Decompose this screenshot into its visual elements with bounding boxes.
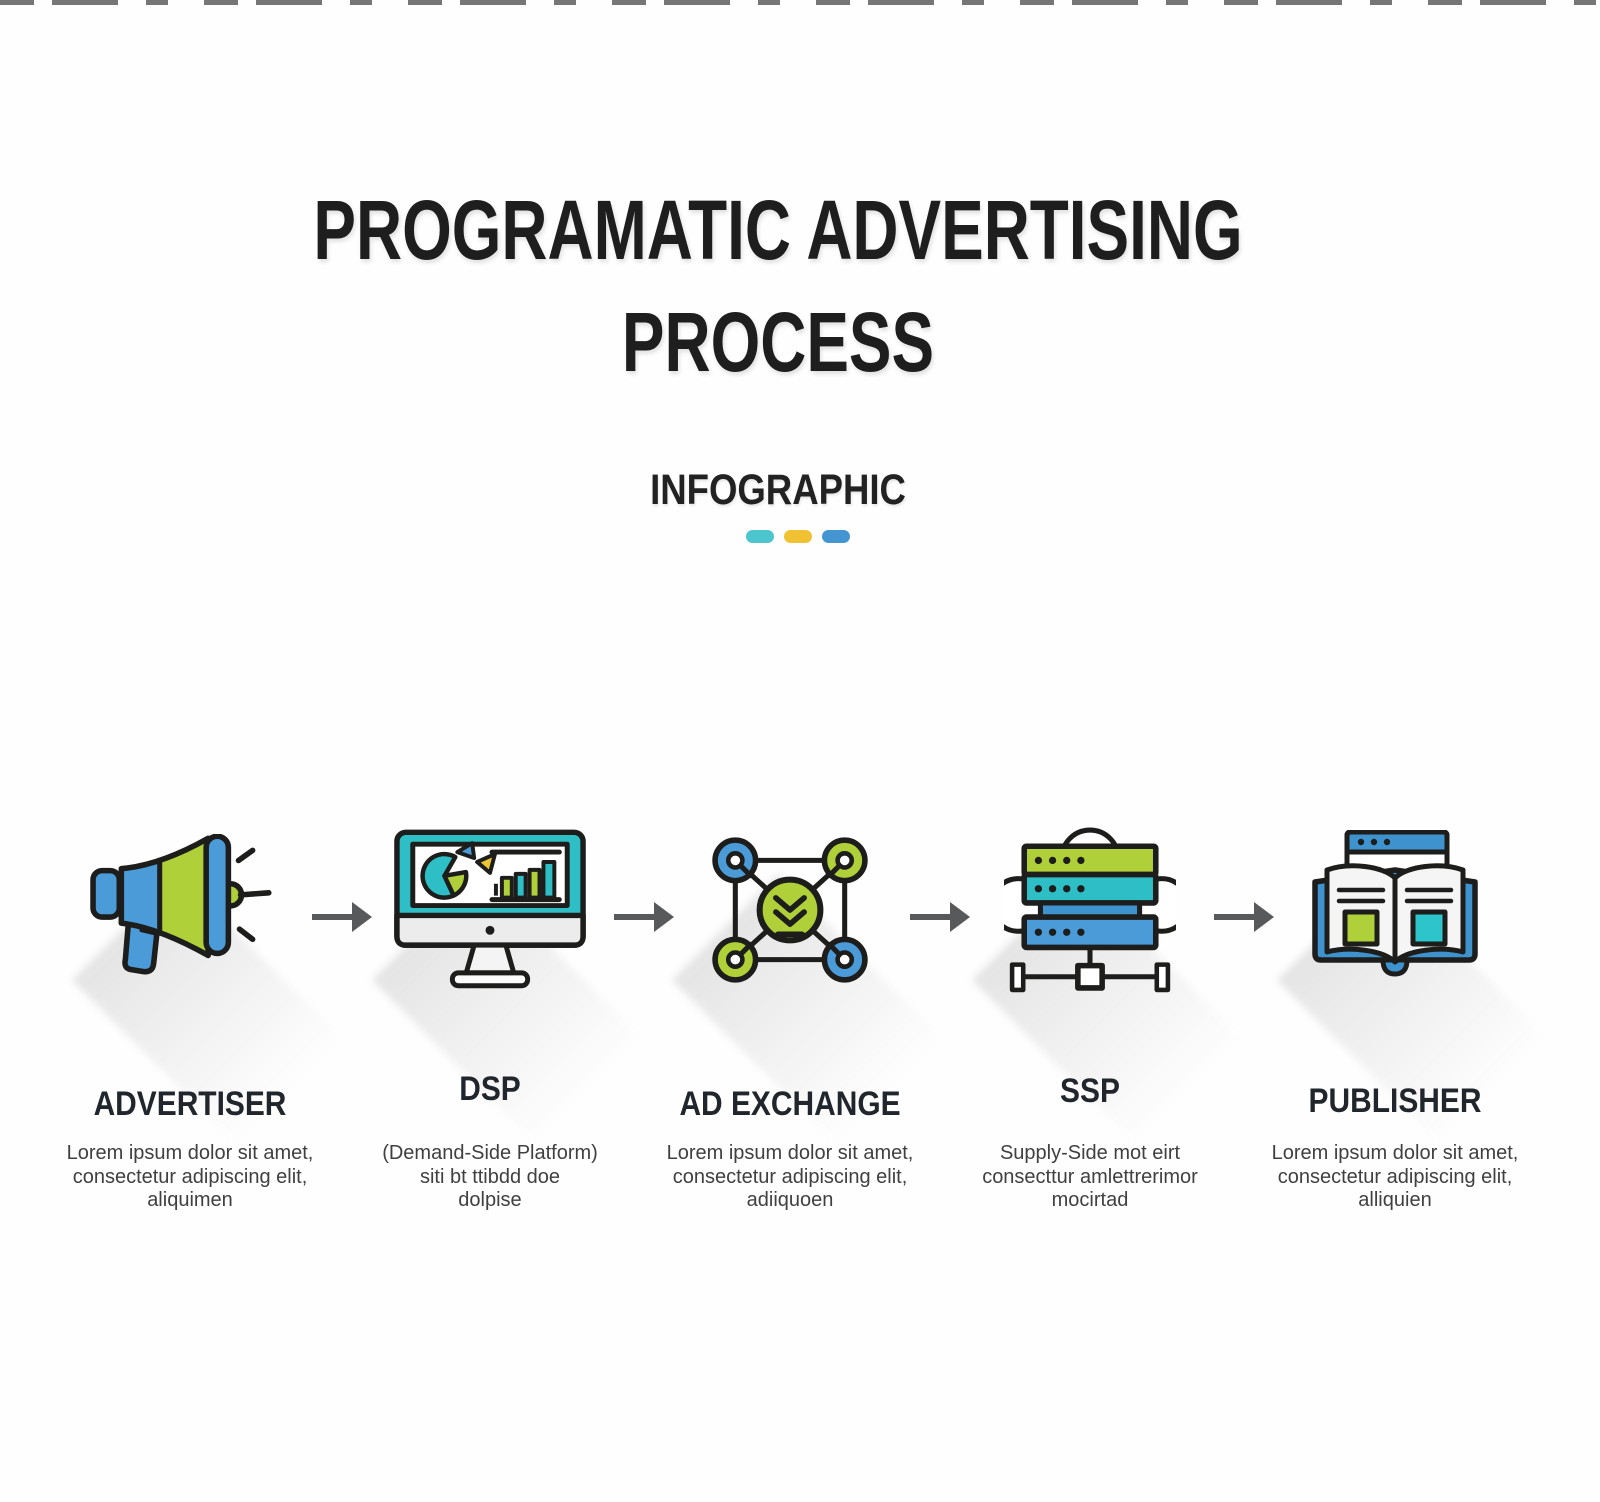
step-description: Supply-Side mot eirt consecttur amlettre… xyxy=(982,1142,1198,1211)
accent-dash-teal xyxy=(746,530,774,543)
step-title-advertiser: ADVERTISER xyxy=(93,1085,287,1123)
step-title-ad-exchange: AD EXCHANGE xyxy=(679,1085,901,1123)
accent-dash-yellow xyxy=(784,530,812,543)
arrow-right-icon xyxy=(312,902,372,932)
step-description: Lorem ipsum dolor sit amet, consectetur … xyxy=(1271,1142,1519,1211)
top-edge-artifact xyxy=(0,0,1600,5)
step-column-ssp: SSP Supply-Side mot eirt consecttur amle… xyxy=(940,780,1291,1213)
step-column-ad-exchange: AD EXCHANGE Lorem ipsum dolor sit amet, … xyxy=(640,780,991,1213)
arrow-right-icon xyxy=(1214,902,1274,932)
infographic-subtitle: INFOGRAPHIC xyxy=(650,466,906,514)
step-title-dsp: DSP xyxy=(459,1070,521,1108)
step-description: Lorem ipsum dolor sit amet, consectetur … xyxy=(66,1142,314,1211)
accent-dash-blue xyxy=(822,530,850,543)
header: PROGRAMATIC ADVERTISING PROCESS INFOGRAP… xyxy=(0,186,1578,543)
server-cloud-icon xyxy=(1004,827,1176,993)
step-description: Lorem ipsum dolor sit amet, consectetur … xyxy=(666,1142,914,1211)
step-column-advertiser: ADVERTISER Lorem ipsum dolor sit amet, c… xyxy=(40,780,391,1213)
page-title-line2: PROCESS xyxy=(621,295,935,389)
step-description: (Demand-Side Platform) siti bt ttibdd do… xyxy=(382,1142,598,1211)
network-exchange-icon xyxy=(712,837,868,983)
accent-dashes xyxy=(0,530,1578,543)
megaphone-icon xyxy=(90,834,272,975)
monitor-analytics-icon xyxy=(394,829,586,989)
step-title-publisher: PUBLISHER xyxy=(1308,1082,1482,1120)
step-column-dsp: DSP (Demand-Side Platform) siti bt ttibd… xyxy=(340,780,691,1213)
page-title-line1: PROGRAMATIC ADVERTISING xyxy=(313,183,1243,277)
open-book-icon xyxy=(1312,830,1478,977)
step-column-publisher: PUBLISHER Lorem ipsum dolor sit amet, co… xyxy=(1245,780,1596,1213)
step-title-ssp: SSP xyxy=(1060,1072,1120,1110)
arrow-right-icon xyxy=(614,902,674,932)
arrow-right-icon xyxy=(910,902,970,932)
